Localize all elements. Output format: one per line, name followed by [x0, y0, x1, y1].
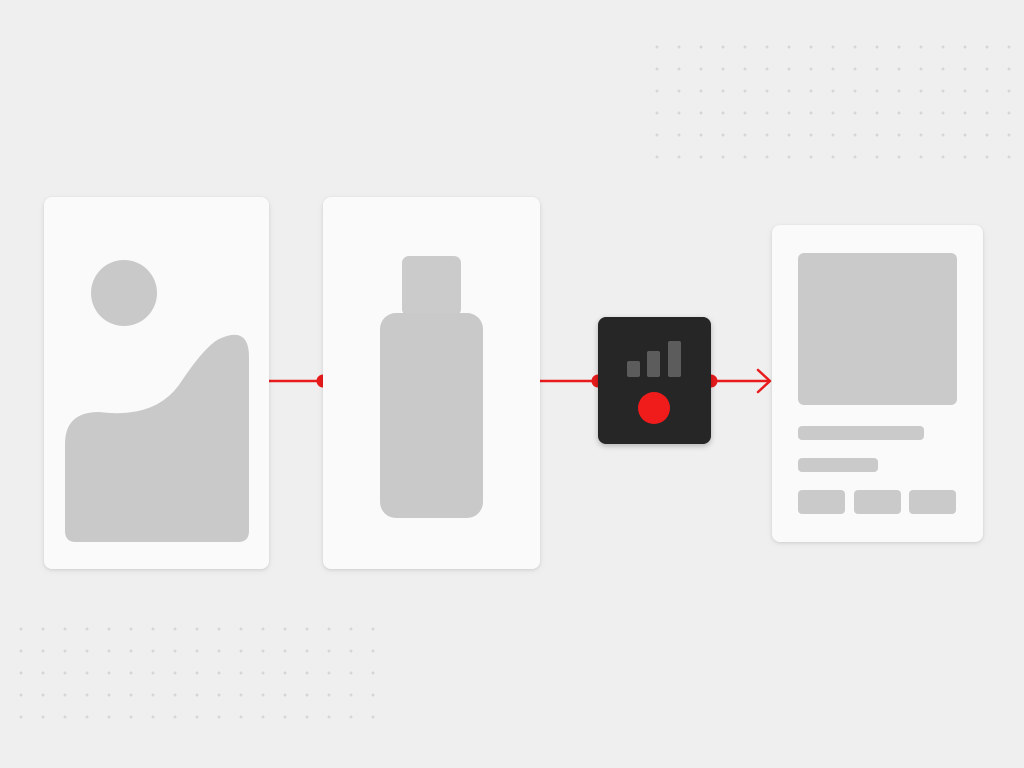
chip-placeholder — [854, 490, 901, 514]
record-dot-icon — [638, 392, 670, 424]
dot-grid-top-right — [646, 36, 1016, 166]
sun-icon — [91, 260, 157, 326]
arrowhead-icon — [756, 368, 772, 394]
dot-grid-bottom-left — [10, 618, 390, 728]
chip-placeholder — [798, 490, 845, 514]
text-line-placeholder — [798, 426, 924, 440]
product-card — [323, 197, 540, 569]
text-line-placeholder — [798, 458, 878, 472]
processor-block — [598, 317, 711, 444]
signal-bar-icon — [627, 361, 640, 377]
output-card — [772, 225, 983, 542]
signal-bar-icon — [668, 341, 681, 377]
bottle-icon — [380, 313, 483, 518]
bottle-cap-icon — [402, 256, 461, 316]
image-input-card — [44, 197, 269, 569]
thumbnail-placeholder — [798, 253, 957, 405]
signal-bar-icon — [647, 351, 660, 377]
chip-placeholder — [909, 490, 956, 514]
landscape-icon — [65, 334, 249, 542]
